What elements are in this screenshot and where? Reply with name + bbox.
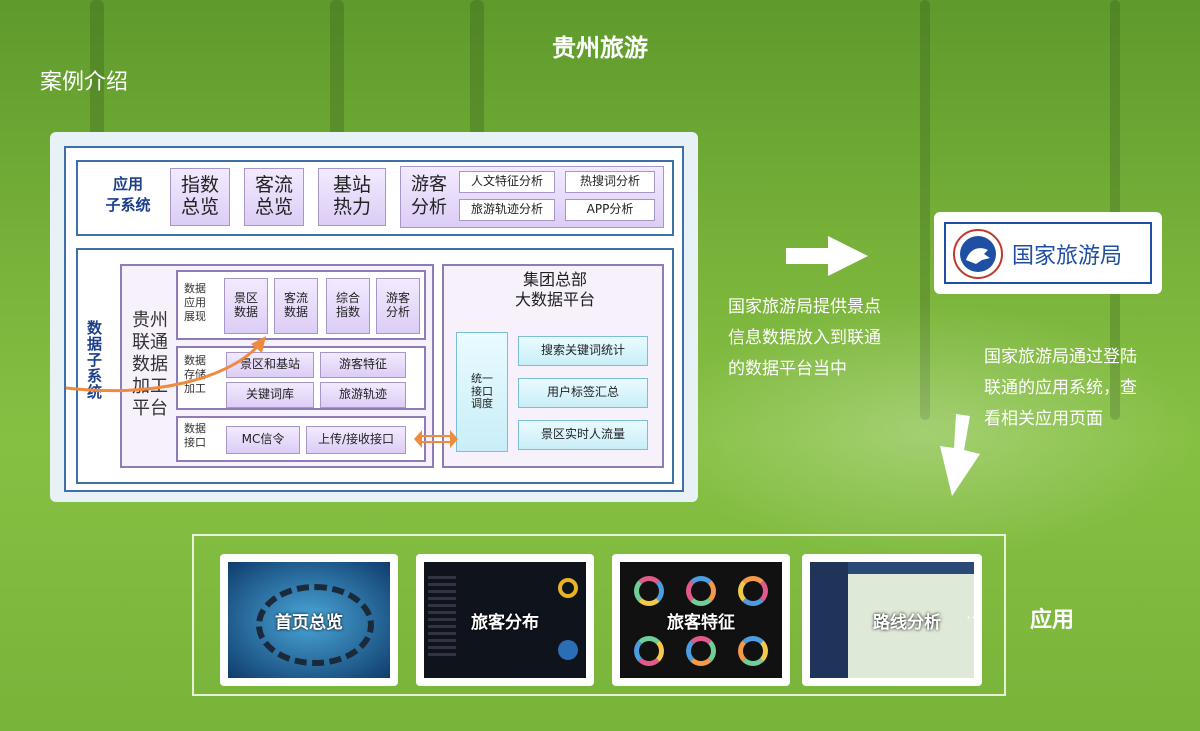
unified-gateway-box: 统一 接口 调度 [456, 332, 508, 452]
keyword-lib-box: 关键词库 [226, 382, 314, 408]
screen-donut [558, 578, 578, 598]
screen-ring [738, 636, 768, 666]
application-screens: 首页总览 旅客分布 旅客特征 路线分析 ··· [192, 534, 1006, 696]
tourist-distribution-screen: 旅客分布 [424, 562, 586, 678]
screen-pie [558, 640, 578, 660]
data-interface-layer: 数据 接口 MC信令 上传/接收接口 [176, 416, 426, 462]
arrow-down-icon [940, 414, 980, 496]
route-analysis-label: 路线分析 [873, 613, 941, 633]
logo-frame: 国家旅游局 [944, 222, 1152, 284]
tourism-bureau-logo: 国家旅游局 [934, 212, 1162, 294]
tourist-analysis-block: 游客 分析 人文特征分析 热搜词分析 旅游轨迹分析 APP分析 [400, 166, 664, 228]
tourist-features-screen: 旅客特征 [620, 562, 782, 678]
home-overview-thumb[interactable]: 首页总览 [220, 554, 398, 686]
gz-processing-platform: 贵州 联通 数据 加工 平台 数据 应用 展现 景区 数据 客流 数据 综合 指… [120, 264, 434, 468]
logo-text: 国家旅游局 [1012, 244, 1123, 269]
composite-index-box: 综合 指数 [326, 278, 370, 334]
architecture-diagram: 应用 子系统 指数 总览 客流 总览 基站 热力 游客 分析 人文特征分析 热搜… [50, 132, 698, 502]
screen-ring [634, 576, 664, 606]
hq-platform-label: 集团总部 大数据平台 [514, 270, 595, 309]
hot-search-analysis-cell: 热搜词分析 [565, 171, 655, 193]
bg-tree-trunk [1110, 0, 1120, 420]
screen-ring-decoration [256, 584, 374, 666]
index-overview-box: 指数 总览 [170, 168, 230, 226]
user-tags-box: 用户标签汇总 [518, 378, 648, 408]
data-subsystem: 数据子系统 贵州 联通 数据 加工 平台 数据 应用 展现 景区 数据 客流 数… [76, 248, 674, 484]
route-analysis-thumb[interactable]: 路线分析 [802, 554, 982, 686]
hq-bigdata-platform: 集团总部 大数据平台 统一 接口 调度 搜索关键词统计 用户标签汇总 景区实时人… [442, 264, 664, 468]
data-subsystem-label: 数据子系统 [85, 320, 103, 400]
arrow-right-icon [786, 236, 868, 276]
tourist-features-label: 旅客特征 [667, 613, 735, 633]
scenic-station-box: 景区和基站 [226, 352, 314, 378]
gz-platform-label: 贵州 联通 数据 加工 平台 [132, 310, 168, 419]
flow-data-box: 客流 数据 [274, 278, 318, 334]
diagram-frame: 应用 子系统 指数 总览 客流 总览 基站 热力 游客 分析 人文特征分析 热搜… [64, 146, 684, 492]
more-indicator: ··· [966, 608, 982, 627]
mc-signaling-box: MC信令 [226, 426, 300, 454]
data-display-layer: 数据 应用 展现 景区 数据 客流 数据 综合 指数 游客 分析 [176, 270, 426, 340]
screen-side-list [428, 576, 456, 656]
screen-ring [686, 576, 716, 606]
station-heat-box: 基站 热力 [318, 168, 386, 226]
scenic-data-box: 景区 数据 [224, 278, 268, 334]
data-storage-label: 数据 存储 加工 [184, 354, 206, 395]
app-subsystem-label: 应用 子系统 [105, 175, 151, 214]
horse-emblem-icon [953, 229, 1003, 279]
upload-receive-box: 上传/接收接口 [306, 426, 406, 454]
page-title: 贵州旅游 [552, 34, 648, 62]
app-analysis-cell: APP分析 [565, 199, 655, 221]
data-storage-layer: 数据 存储 加工 景区和基站 游客特征 关键词库 旅游轨迹 [176, 346, 426, 410]
screen-ring [738, 576, 768, 606]
realtime-flow-box: 景区实时人流量 [518, 420, 648, 450]
login-view-text: 国家旅游局通过登陆 联通的应用系统，查 看相关应用页面 [984, 347, 1137, 429]
travel-track-analysis-cell: 旅游轨迹分析 [459, 199, 555, 221]
page-subtitle: 案例介绍 [40, 70, 129, 95]
tourist-analysis-box: 游客 分析 [376, 278, 420, 334]
bg-waterfall [650, 300, 1200, 560]
provide-data-text: 国家旅游局提供景点 信息数据放入到联通 的数据平台当中 [728, 297, 881, 379]
screen-sidebar [810, 562, 848, 678]
tourist-analysis-label: 游客 分析 [411, 174, 447, 218]
bg-tree-trunk [920, 0, 930, 420]
humanistic-analysis-cell: 人文特征分析 [459, 171, 555, 193]
app-subsystem: 应用 子系统 指数 总览 客流 总览 基站 热力 游客 分析 人文特征分析 热搜… [76, 160, 674, 236]
data-display-label: 数据 应用 展现 [184, 282, 206, 323]
keyword-stats-box: 搜索关键词统计 [518, 336, 648, 366]
home-overview-screen: 首页总览 [228, 562, 390, 678]
screen-topbar [848, 562, 974, 574]
tourist-features-box: 游客特征 [320, 352, 406, 378]
home-overview-label: 首页总览 [275, 613, 343, 633]
tourist-distribution-label: 旅客分布 [471, 613, 539, 633]
data-interface-label: 数据 接口 [184, 422, 206, 449]
route-analysis-screen: 路线分析 [810, 562, 974, 678]
screen-ring [686, 636, 716, 666]
travel-track-box: 旅游轨迹 [320, 382, 406, 408]
tourist-features-thumb[interactable]: 旅客特征 [612, 554, 790, 686]
screen-ring [634, 636, 664, 666]
apps-label: 应用 [1030, 608, 1075, 633]
flow-overview-box: 客流 总览 [244, 168, 304, 226]
tourist-distribution-thumb[interactable]: 旅客分布 [416, 554, 594, 686]
